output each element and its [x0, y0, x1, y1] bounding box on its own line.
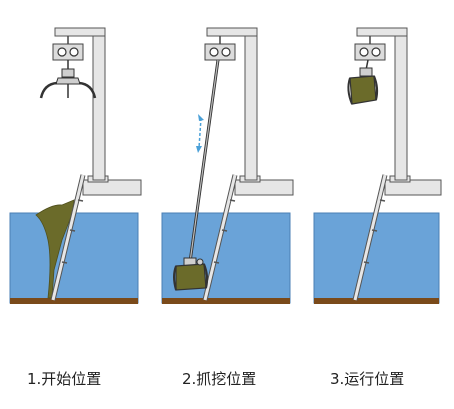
panel-3-pedestal	[384, 179, 442, 196]
panel-1-water	[9, 212, 139, 304]
panel-1-ground	[10, 298, 138, 304]
caption-start-position: 1.开始位置	[27, 370, 102, 388]
panel-2-grab-bucket-digging	[173, 257, 209, 291]
panel-2-pedestal	[234, 179, 294, 196]
panel-3-column	[394, 27, 408, 181]
panel-1-arm	[54, 27, 106, 37]
panel-1-column	[92, 27, 106, 181]
panel-2-ground	[162, 298, 290, 304]
panel-2-arm	[206, 27, 258, 37]
panel-3-ground	[314, 298, 439, 304]
panel-1-grab-bucket-open	[39, 68, 97, 99]
panel-1-silt-pile	[35, 199, 75, 299]
panel-2-column	[244, 27, 258, 181]
panel-2-grab-position	[161, 27, 294, 304]
panel-1-start-position	[9, 27, 142, 304]
panel-3-grab-bucket-full	[347, 67, 379, 105]
panel-3-water	[313, 212, 440, 304]
panel-3-arm	[356, 27, 408, 37]
panel-3-running-position	[313, 27, 442, 304]
panel-1-pedestal	[82, 179, 142, 196]
panel-2-motion-arrow	[196, 114, 204, 153]
caption-running-position: 3.运行位置	[330, 370, 405, 388]
caption-grab-position: 2.抓挖位置	[182, 370, 257, 388]
